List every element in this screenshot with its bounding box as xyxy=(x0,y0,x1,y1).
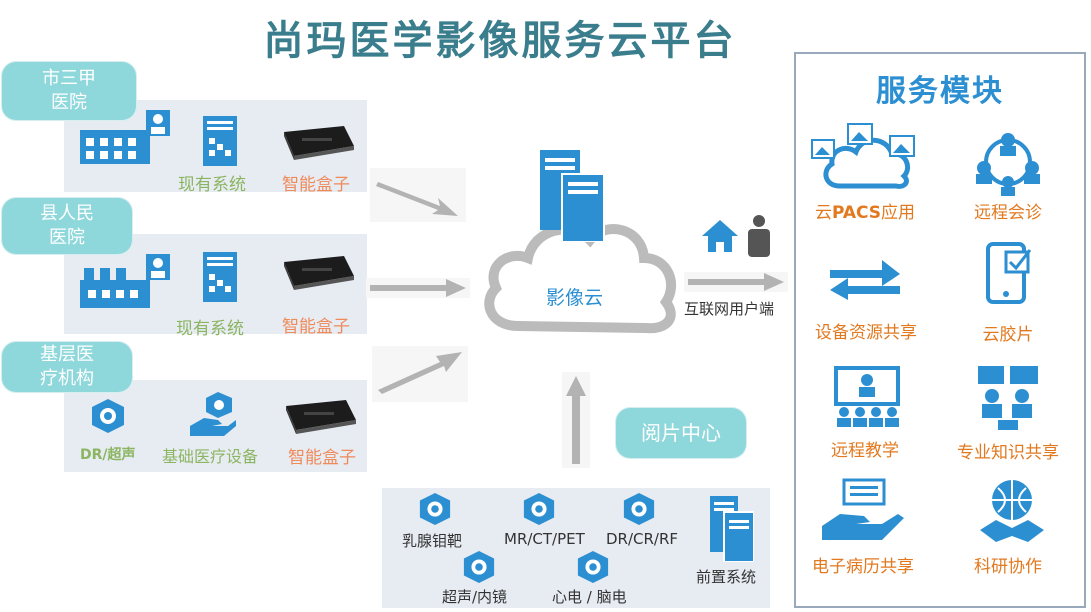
reading-center-tag[interactable]: 阅片中心 xyxy=(616,408,746,458)
hospital-name-line1: 基层医 xyxy=(40,344,94,365)
reading-arrow xyxy=(566,376,586,464)
cloud-server-icon xyxy=(540,150,605,242)
service-label-device-share[interactable]: 设备资源共享 xyxy=(815,323,917,343)
service-label-cloud-pacs[interactable]: 云PACS应用 xyxy=(790,198,940,223)
service-label-prefix: 云 xyxy=(814,203,832,223)
factory-building-icon xyxy=(80,254,170,308)
service-label-emr-share[interactable]: 电子病历共享 xyxy=(812,557,914,577)
existing-system-label: 现有系统 xyxy=(178,175,246,195)
existing-system-icon xyxy=(203,116,237,166)
cloud-film-icon xyxy=(986,242,1032,304)
modality-label-mammography: 乳腺钼靶 xyxy=(402,532,463,550)
smart-box-icon xyxy=(286,400,356,434)
upload-arrow-2 xyxy=(370,279,466,297)
mammography-icon xyxy=(419,492,451,526)
ultrasound-endoscope-icon xyxy=(463,550,495,584)
hospital-name-line2: 疗机构 xyxy=(40,368,94,389)
hospital-name-line1: 县人民 xyxy=(40,203,94,224)
hospital-tag-3[interactable]: 基层医 疗机构 xyxy=(2,342,132,392)
medical-equipment-hand-icon xyxy=(190,392,236,436)
hospital-name-line2: 医院 xyxy=(51,92,87,113)
internet-arrow xyxy=(688,273,784,291)
hospital-tag-2[interactable]: 县人民 医院 xyxy=(2,198,132,254)
knowledge-share-icon xyxy=(978,366,1038,430)
person-icon xyxy=(748,215,770,257)
remote-consult-icon xyxy=(976,133,1040,196)
basic-equipment-label: 基础医疗设备 xyxy=(162,447,259,466)
ecg-eeg-icon xyxy=(577,550,609,584)
hospital-name-line2: 医院 xyxy=(49,227,85,248)
modality-label-ecg: 心电 / 脑电 xyxy=(552,588,627,606)
hospital-tag-1[interactable]: 市三甲 医院 xyxy=(2,62,136,120)
smart-box-label: 智能盒子 xyxy=(282,317,350,337)
device-share-icon xyxy=(830,260,900,300)
service-label-research[interactable]: 科研协作 xyxy=(974,557,1042,577)
existing-system-label: 现有系统 xyxy=(176,319,244,339)
modality-label-ultrasound: 超声/内镜 xyxy=(442,588,508,606)
home-icon xyxy=(702,220,738,252)
service-label-cloud-film[interactable]: 云胶片 xyxy=(982,325,1034,345)
smart-box-label: 智能盒子 xyxy=(282,175,350,195)
emr-share-icon xyxy=(822,478,904,540)
dr-ultrasound-label: DR/超声 xyxy=(80,447,136,463)
service-label-bold: PACS xyxy=(831,203,882,223)
services-title: 服务模块 xyxy=(876,74,1004,109)
service-label-remote-consult[interactable]: 远程会诊 xyxy=(974,203,1042,223)
service-label-remote-teaching[interactable]: 远程教学 xyxy=(831,441,899,461)
dr-cr-rf-icon xyxy=(623,492,655,526)
upload-arrow-3 xyxy=(378,352,462,394)
internet-user-label: 互联网用户端 xyxy=(684,300,775,318)
modality-label-dr-cr-rf: DR/CR/RF xyxy=(606,530,679,548)
smart-box-label: 智能盒子 xyxy=(288,448,356,468)
research-icon xyxy=(980,480,1044,542)
hospital-name-line1: 市三甲 xyxy=(42,68,96,89)
service-label-knowledge-share[interactable]: 专业知识共享 xyxy=(957,443,1059,463)
mr-ct-pet-icon xyxy=(523,492,555,526)
front-system-label: 前置系统 xyxy=(696,568,757,586)
smart-box-icon xyxy=(284,256,354,290)
smart-box-icon xyxy=(284,126,354,160)
modality-label-mr-ct-pet: MR/CT/PET xyxy=(504,530,585,548)
page-title: 尚玛医学影像服务云平台 xyxy=(263,17,737,64)
existing-system-icon xyxy=(203,252,237,302)
hospital-building-icon xyxy=(80,110,170,164)
medical-device-icon xyxy=(92,399,124,433)
remote-teaching-icon xyxy=(834,366,900,427)
upload-arrow-1 xyxy=(376,182,458,216)
cloud-pacs-icon xyxy=(811,123,915,189)
service-label-suffix: 应用 xyxy=(881,203,916,223)
cloud-label: 影像云 xyxy=(546,287,604,309)
front-system-server-icon xyxy=(710,496,754,562)
